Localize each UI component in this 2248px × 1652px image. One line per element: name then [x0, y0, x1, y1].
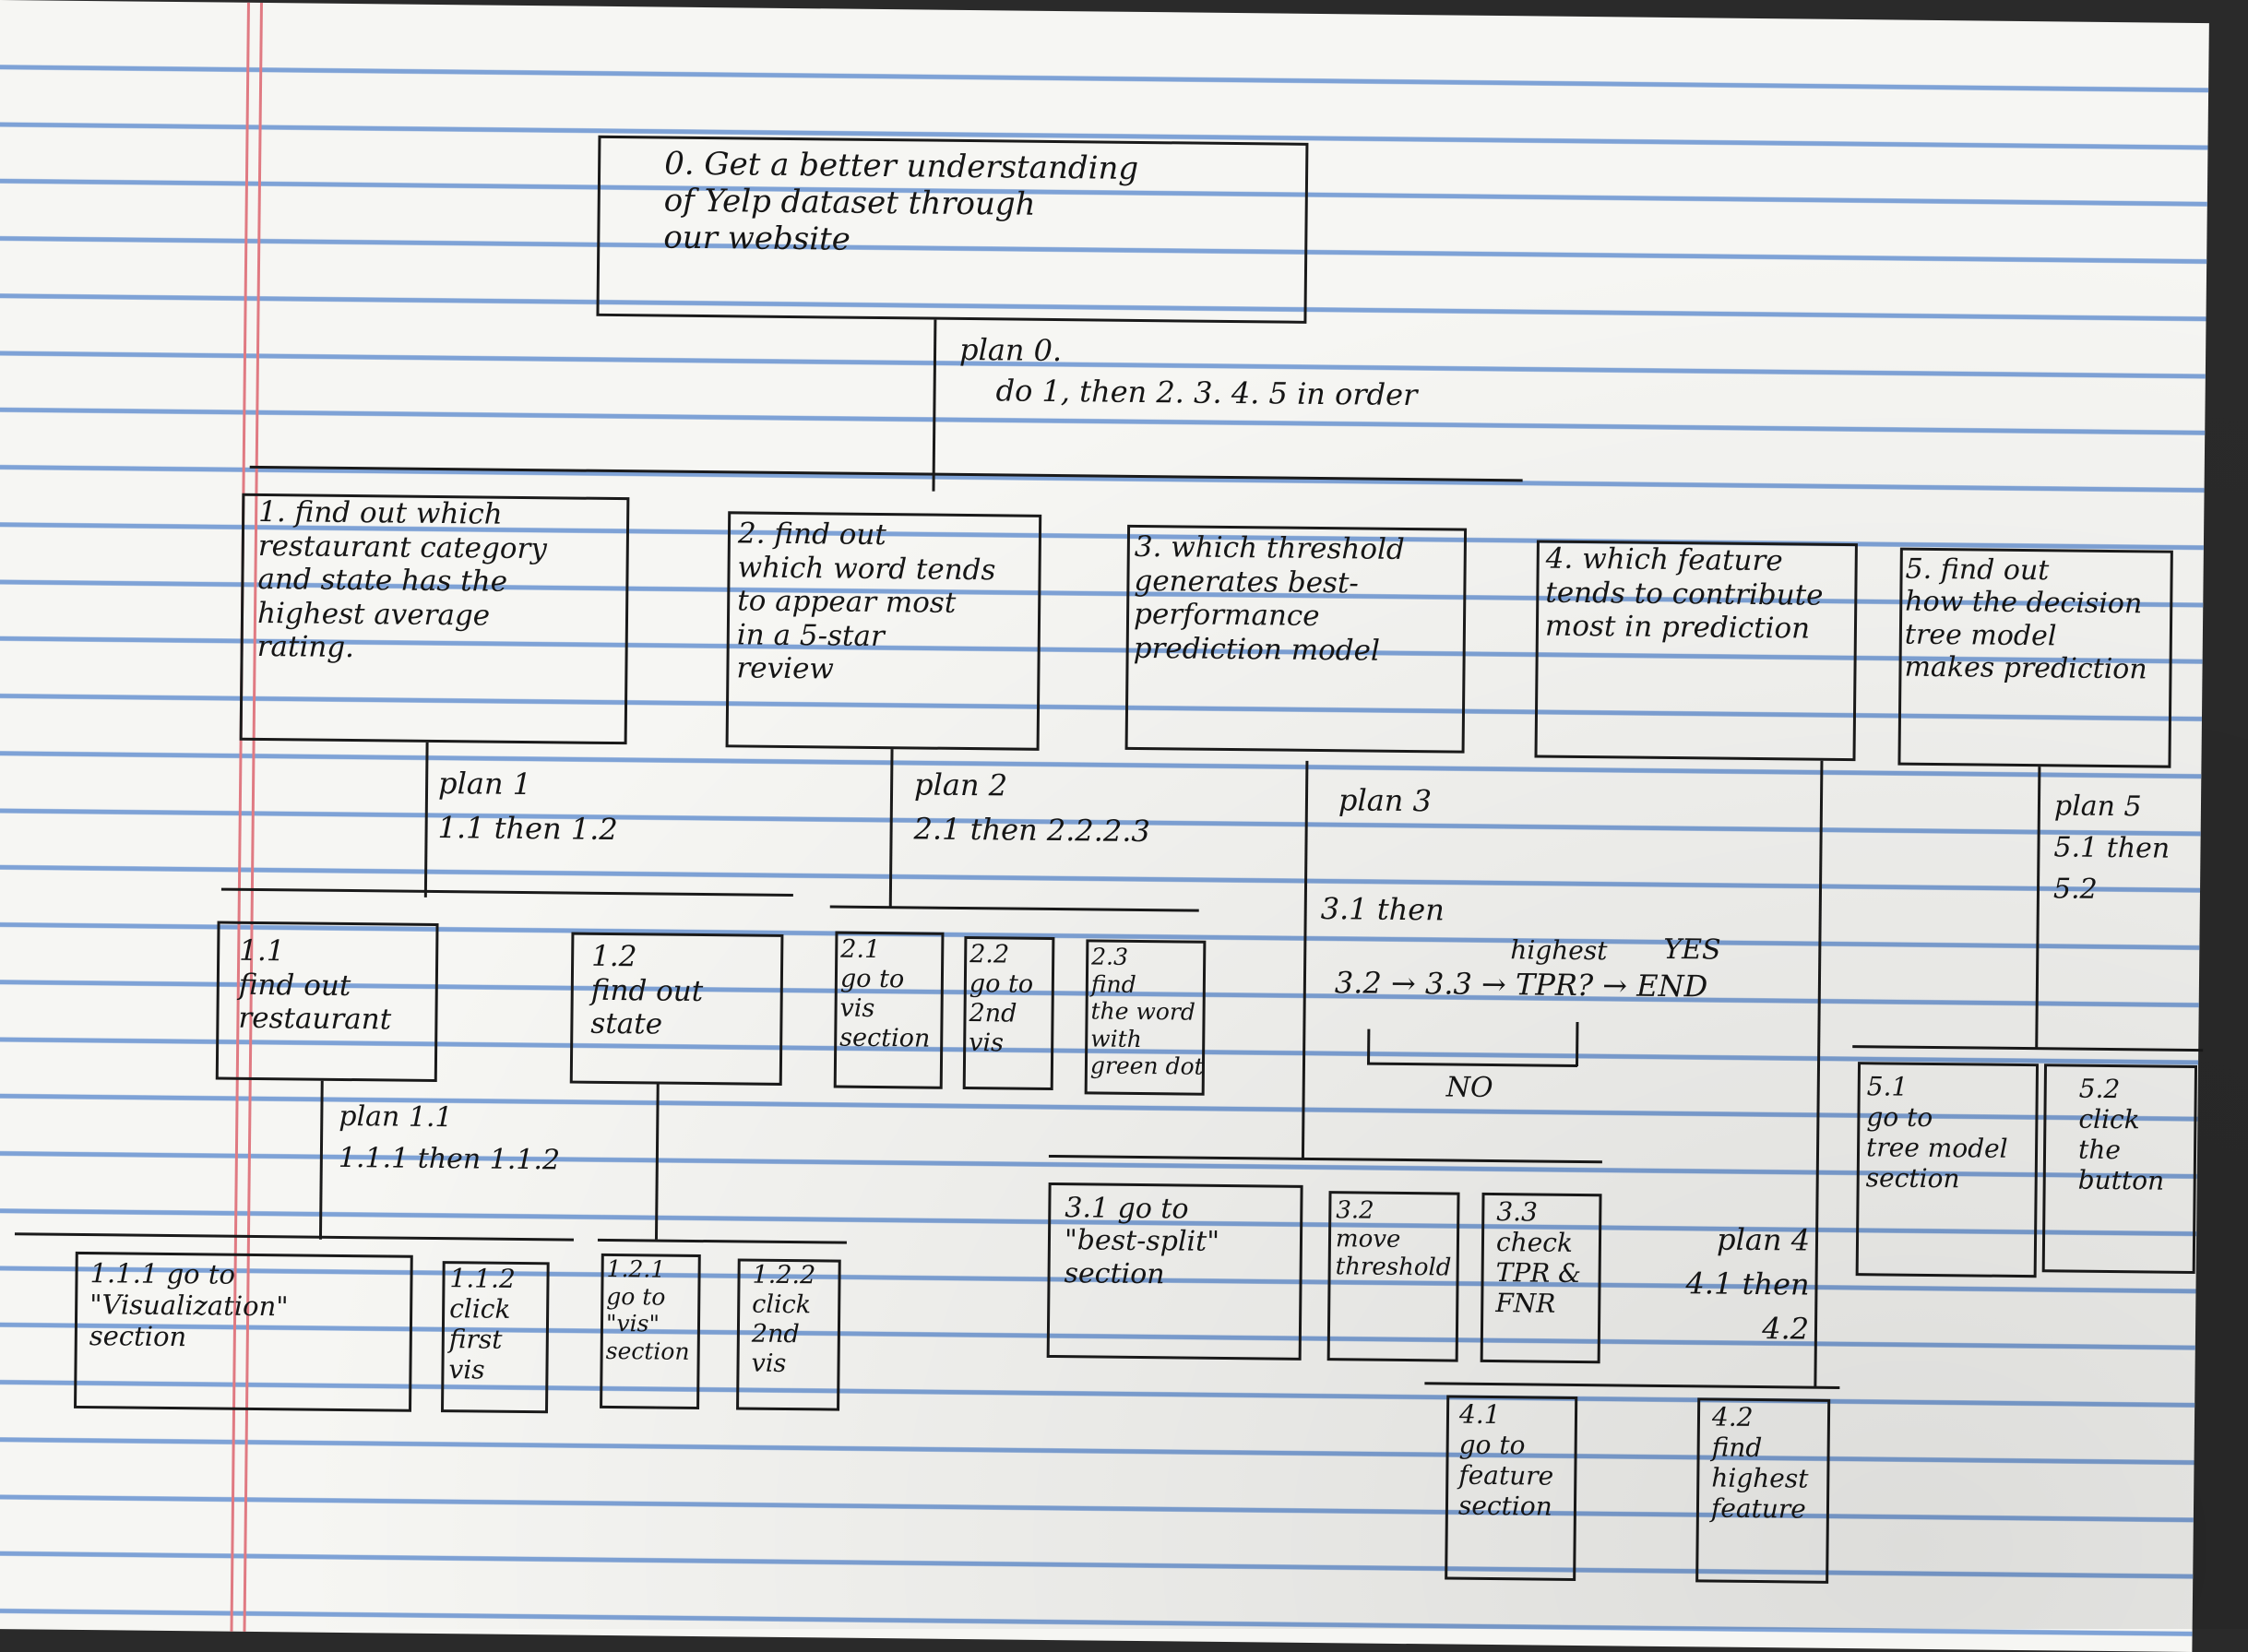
node-5-2-text: 5.2 click the button	[2077, 1073, 2165, 1196]
node-4-1-text: 4.1 go to feature section	[1457, 1398, 1554, 1522]
plan-3-no: NO	[1445, 1071, 1493, 1105]
node-1-text: 1. find out which restaurant category an…	[256, 494, 548, 665]
plan-1-1-text: plan 1.1 1.1.1 then 1.1.2	[338, 1099, 561, 1177]
plan-3-title: plan 3	[1338, 782, 1433, 819]
node-0-text: 0. Get a better understanding of Yelp da…	[663, 145, 1139, 258]
stem-4	[1814, 760, 1824, 1388]
node-1-1-2-text: 1.1.2 click first vis	[448, 1263, 516, 1385]
branch-3	[1048, 1154, 1602, 1164]
branch-0	[249, 465, 1523, 482]
node-1-1-1-text: 1.1.1 go to "Visualization" section	[89, 1257, 289, 1353]
branch-2	[829, 905, 1199, 912]
branch-1-1	[14, 1232, 574, 1242]
node-5-text: 5. find out how the decision tree model …	[1904, 553, 2147, 686]
node-3-text: 3. which threshold generates best- perfo…	[1133, 529, 1405, 668]
loop-right	[1575, 1021, 1579, 1066]
stem-5	[2035, 767, 2041, 1050]
plan-4-text: plan 4 4.1 then 4.2	[1685, 1221, 1811, 1347]
node-2-3-text: 2.3 find the word with green dot	[1089, 943, 1204, 1080]
stem-1	[423, 742, 429, 897]
plan-3-first: 3.1 then	[1320, 891, 1445, 928]
node-1-2-2-text: 1.2.2 click 2nd vis	[751, 1260, 816, 1378]
branch-1	[220, 887, 793, 897]
node-1-1-text: 1.1 find out restaurant	[238, 933, 392, 1037]
plan-5-text: plan 5 5.1 then 5.2	[2052, 790, 2171, 906]
plan-1-text: plan 1 1.1 then 1.2	[437, 766, 618, 848]
stem-3	[1301, 760, 1309, 1159]
node-1-2-1-text: 1.2.1 go to "vis" section	[605, 1254, 690, 1365]
node-3-1-text: 3.1 go to "best-split" section	[1064, 1192, 1220, 1291]
plan-2-text: plan 2 2.1 then 2.2.2.3	[913, 767, 1151, 850]
branch-5	[1852, 1045, 2204, 1052]
stem-2	[888, 749, 894, 909]
node-4-2-text: 4.2 find highest feature	[1710, 1401, 1809, 1525]
node-3-2-text: 3.2 move threshold	[1335, 1196, 1452, 1282]
stem-0	[932, 319, 937, 492]
node-5-1-text: 5.1 go to tree model section	[1865, 1071, 2008, 1194]
plan-0-body: do 1, then 2. 3. 4. 5 in order	[995, 373, 1418, 413]
stem-1-1	[318, 1080, 324, 1240]
node-2-1-text: 2.1 go to vis section	[839, 934, 931, 1053]
node-2-2-text: 2.2 go to 2nd vis	[969, 940, 1034, 1058]
stem-1-2	[654, 1084, 660, 1240]
loop-left	[1367, 1028, 1371, 1064]
branch-1-2	[597, 1238, 847, 1244]
node-3-3-text: 3.3 check TPR & FNR	[1495, 1196, 1582, 1319]
node-4-text: 4. which feature tends to contribute mos…	[1544, 541, 1824, 646]
node-2-text: 2. find out which word tends to appear m…	[736, 517, 996, 686]
plan-0-title: plan 0.	[958, 331, 1063, 369]
plan-3-loop: 3.2 → 3.3 → TPR? → END	[1334, 965, 1708, 1004]
node-1-2-text: 1.2 find out state	[590, 939, 704, 1041]
branch-4	[1424, 1382, 1840, 1389]
